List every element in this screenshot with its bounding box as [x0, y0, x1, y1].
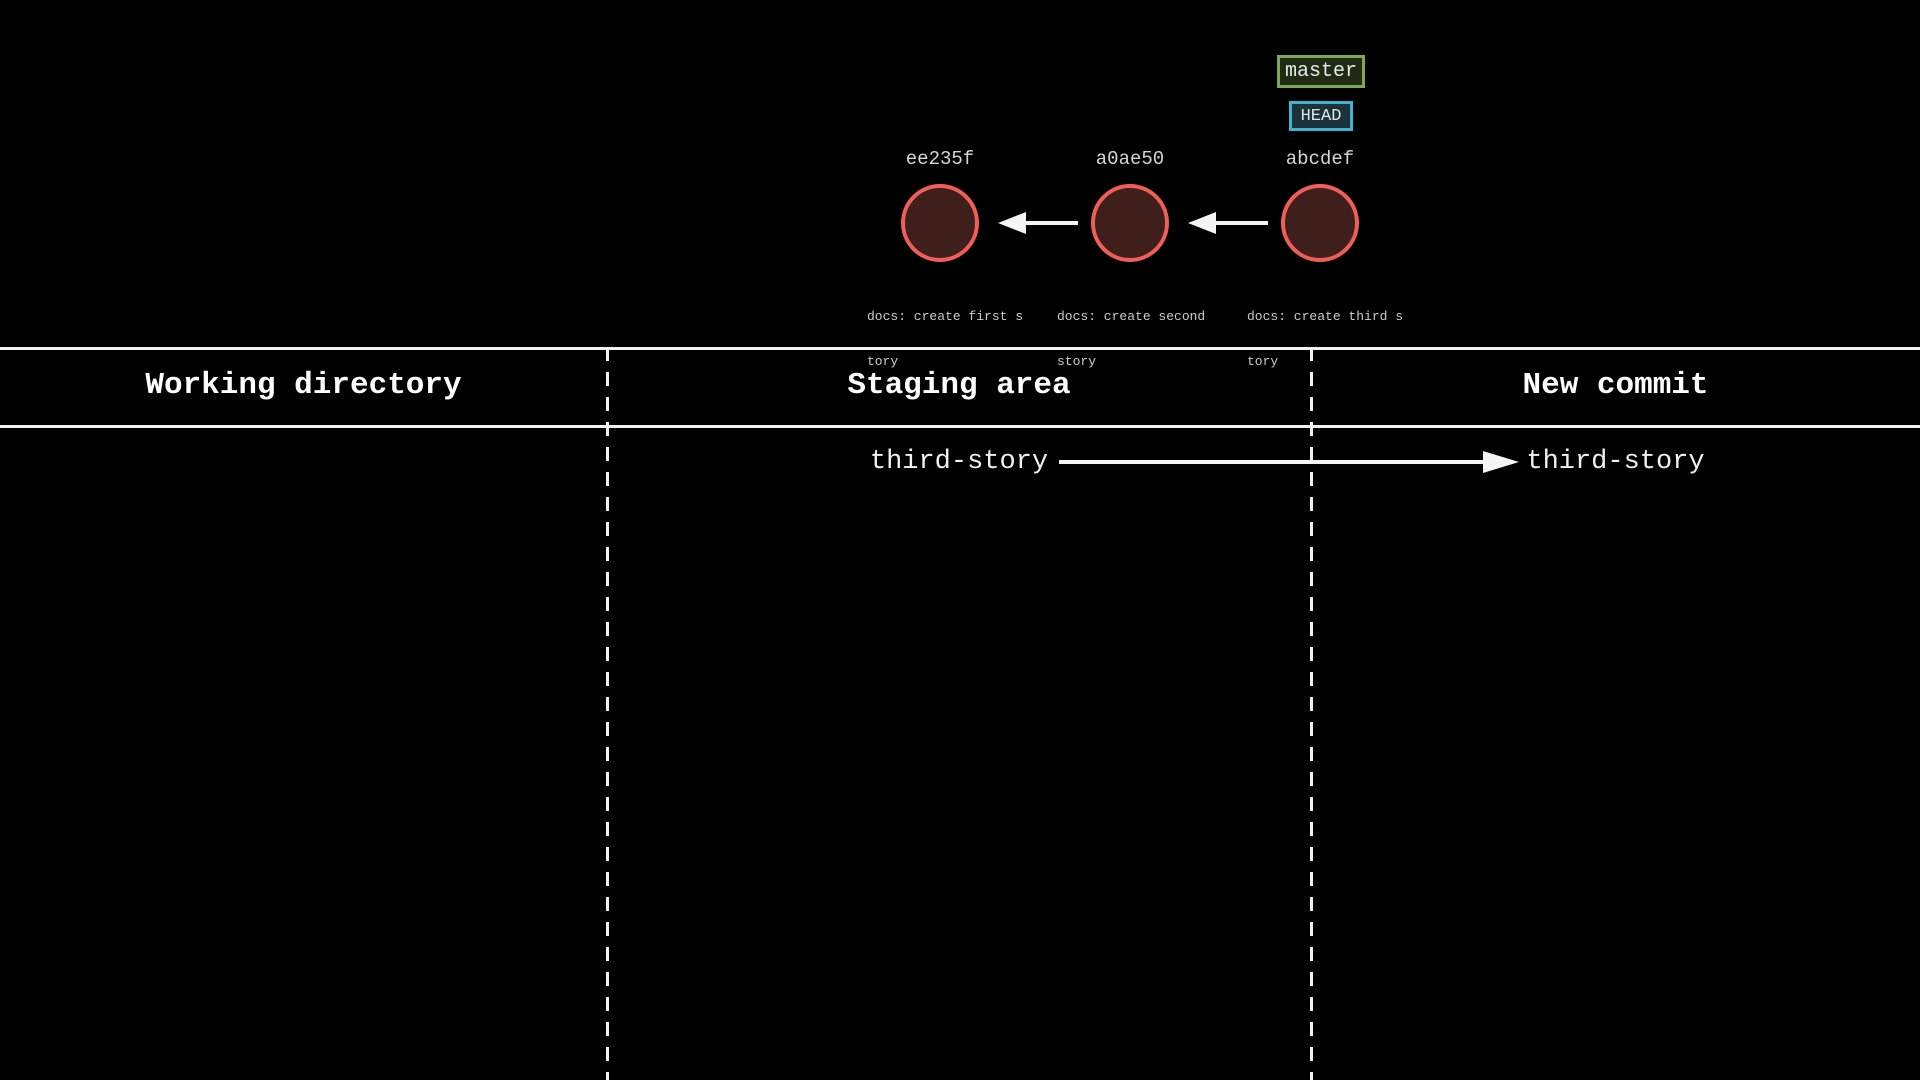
commit-hash-abcdef: abcdef	[1285, 148, 1355, 170]
staging-area-file-third-story: third-story	[869, 447, 1049, 477]
commit-message-line: docs: create third s	[1247, 309, 1404, 324]
commit-message-line: story	[1057, 354, 1097, 369]
column-divider	[606, 347, 609, 1080]
commit-message-line: docs: create second	[1057, 309, 1206, 324]
parent-arrow-left-icon	[996, 209, 1080, 237]
commit-message-line: tory	[867, 354, 899, 369]
branch-label-master: master	[1277, 55, 1365, 88]
commit-message-abcdef: docs: create third s tory	[1247, 279, 1411, 399]
commit-node-a0ae50	[1091, 184, 1169, 262]
commit-message-line: docs: create first s	[867, 309, 1024, 324]
column-divider	[1310, 347, 1313, 1080]
commit-flow-arrow-right-icon	[1057, 447, 1521, 477]
commit-node-ee235f	[901, 184, 979, 262]
column-header-working-directory: Working directory	[145, 368, 462, 403]
commit-hash-ee235f: ee235f	[905, 148, 975, 170]
parent-arrow-left-icon	[1186, 209, 1270, 237]
table-header-bottom-border	[0, 425, 1920, 428]
head-label-text: HEAD	[1300, 106, 1342, 126]
branch-label-text: master	[1284, 60, 1357, 83]
commit-hash-a0ae50: a0ae50	[1095, 148, 1165, 170]
commit-message-ee235f: docs: create first s tory	[867, 279, 1031, 399]
commit-node-abcdef	[1281, 184, 1359, 262]
commit-message-a0ae50: docs: create second story	[1057, 279, 1221, 399]
column-header-staging-area: Staging area	[847, 368, 1071, 403]
table-top-border	[0, 347, 1920, 350]
head-label: HEAD	[1289, 101, 1353, 131]
commit-message-line: tory	[1247, 354, 1279, 369]
column-header-new-commit: New commit	[1522, 368, 1709, 403]
new-commit-file-third-story: third-story	[1526, 447, 1705, 477]
